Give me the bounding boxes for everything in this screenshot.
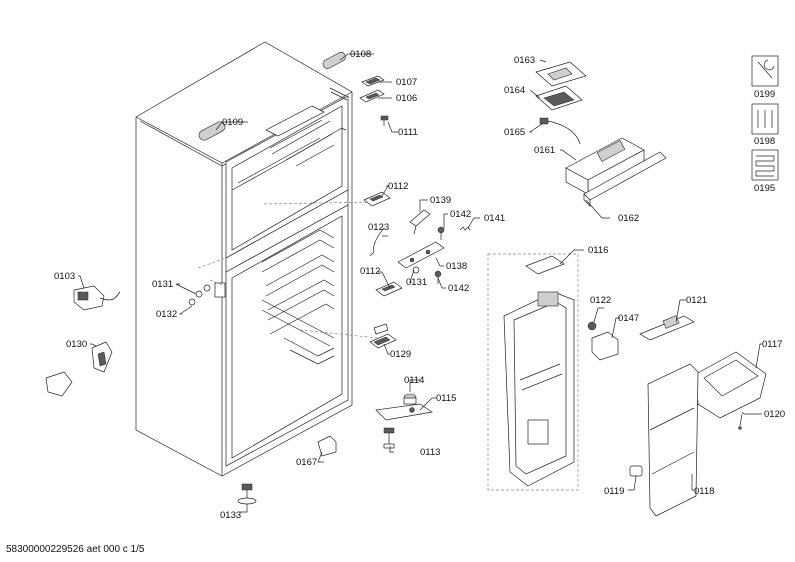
callout-0112-bottom: 0112 <box>360 266 380 277</box>
callout-0165: 0165 <box>504 127 525 138</box>
callout-0198: 0198 <box>754 136 775 147</box>
callout-0199: 0199 <box>754 89 775 100</box>
part-0147-module <box>591 331 619 361</box>
part-0121-bar <box>639 315 695 341</box>
part-0131-pin-right <box>412 266 420 274</box>
part-0114-roller <box>403 393 417 405</box>
callout-0108: 0108 <box>350 49 371 60</box>
callout-0163: 0163 <box>514 55 535 66</box>
part-0133-leveling-foot <box>237 483 257 505</box>
callout-0130: 0130 <box>66 339 87 350</box>
callout-0121: 0121 <box>686 295 707 306</box>
callout-0131-left: 0131 <box>152 279 173 290</box>
callout-0139: 0139 <box>430 195 451 206</box>
part-0141-spring <box>459 226 471 231</box>
callout-0129: 0129 <box>390 349 411 360</box>
callout-0107: 0107 <box>396 77 417 88</box>
callout-0164: 0164 <box>504 85 525 96</box>
part-0122-button <box>587 321 597 331</box>
callout-0116: 0116 <box>588 245 608 256</box>
part-0123-cable <box>369 227 385 257</box>
part-0116-dispenser <box>503 255 575 487</box>
heating-coil-icon <box>751 149 779 181</box>
part-0112-hinge-top <box>363 191 391 207</box>
part-0142-screw-a <box>437 226 445 240</box>
callout-0119: 0119 <box>604 486 624 497</box>
callout-0112-top: 0112 <box>388 181 408 192</box>
part-0167-cover <box>317 435 337 457</box>
part-0113-foot <box>383 427 395 449</box>
callout-0161: 0161 <box>534 145 555 156</box>
callout-0117: 0117 <box>762 339 782 350</box>
callout-0114: 0114 <box>404 375 424 386</box>
part-0165-sensor <box>539 117 581 145</box>
part-0163-board <box>535 61 587 87</box>
part-0103-motor <box>73 285 121 311</box>
callout-0142-top: 0142 <box>450 209 471 220</box>
leader-lines <box>78 53 762 513</box>
part-0107-bracket <box>361 75 385 87</box>
callout-0162: 0162 <box>618 213 639 224</box>
part-0130-damper <box>45 341 113 397</box>
part-0139-hinge-pin <box>409 209 431 235</box>
part-0115-bracket <box>375 403 433 421</box>
callout-0120: 0120 <box>764 409 785 420</box>
callout-0133: 0133 <box>220 510 241 521</box>
part-0129-bracket <box>369 323 397 349</box>
part-0108-cover <box>322 51 346 69</box>
part-0142-screw-b <box>434 270 442 284</box>
callout-0167: 0167 <box>296 457 317 468</box>
callout-0131-right: 0131 <box>406 277 427 288</box>
callout-0111: 0111 <box>398 127 418 138</box>
callout-0132: 0132 <box>156 309 177 320</box>
callout-0109: 0109 <box>222 117 243 128</box>
part-0164-frame <box>535 85 583 111</box>
part-0112-hinge-bottom <box>375 281 403 297</box>
part-0120-screw <box>738 413 743 430</box>
callout-0141: 0141 <box>484 213 505 224</box>
callout-0122: 0122 <box>590 295 611 306</box>
callout-0123: 0123 <box>368 222 389 233</box>
callout-0113: 0113 <box>420 447 440 458</box>
part-0131-pins <box>195 284 211 298</box>
part-0117-shelf <box>695 351 767 419</box>
document-id-footer: 58300000229526 aet 000 c 1/5 <box>6 544 145 555</box>
callout-0195: 0195 <box>754 183 775 194</box>
callout-0142-bottom: 0142 <box>448 283 469 294</box>
part-0138-hinge-plate <box>397 241 445 269</box>
part-0111-screw <box>380 115 389 126</box>
wrench-manual-icon <box>751 55 779 87</box>
part-0118-door-panel <box>647 363 699 517</box>
callout-0147: 0147 <box>618 313 639 324</box>
part-0106-bracket <box>359 89 385 103</box>
refrigerator-cabinet <box>135 41 353 477</box>
fridge-shelves <box>261 229 335 365</box>
callout-0118: 0118 <box>694 486 714 497</box>
part-0119-cap <box>629 465 643 477</box>
callout-0138: 0138 <box>446 261 467 272</box>
callout-labels: 0108 0107 0106 0111 0109 0112 0123 0112 … <box>54 49 785 521</box>
screws-kit-icon <box>751 103 779 135</box>
callout-0106: 0106 <box>396 93 417 104</box>
part-0132-pin <box>188 298 196 306</box>
callout-0103: 0103 <box>54 271 75 282</box>
callout-0115: 0115 <box>436 393 456 404</box>
